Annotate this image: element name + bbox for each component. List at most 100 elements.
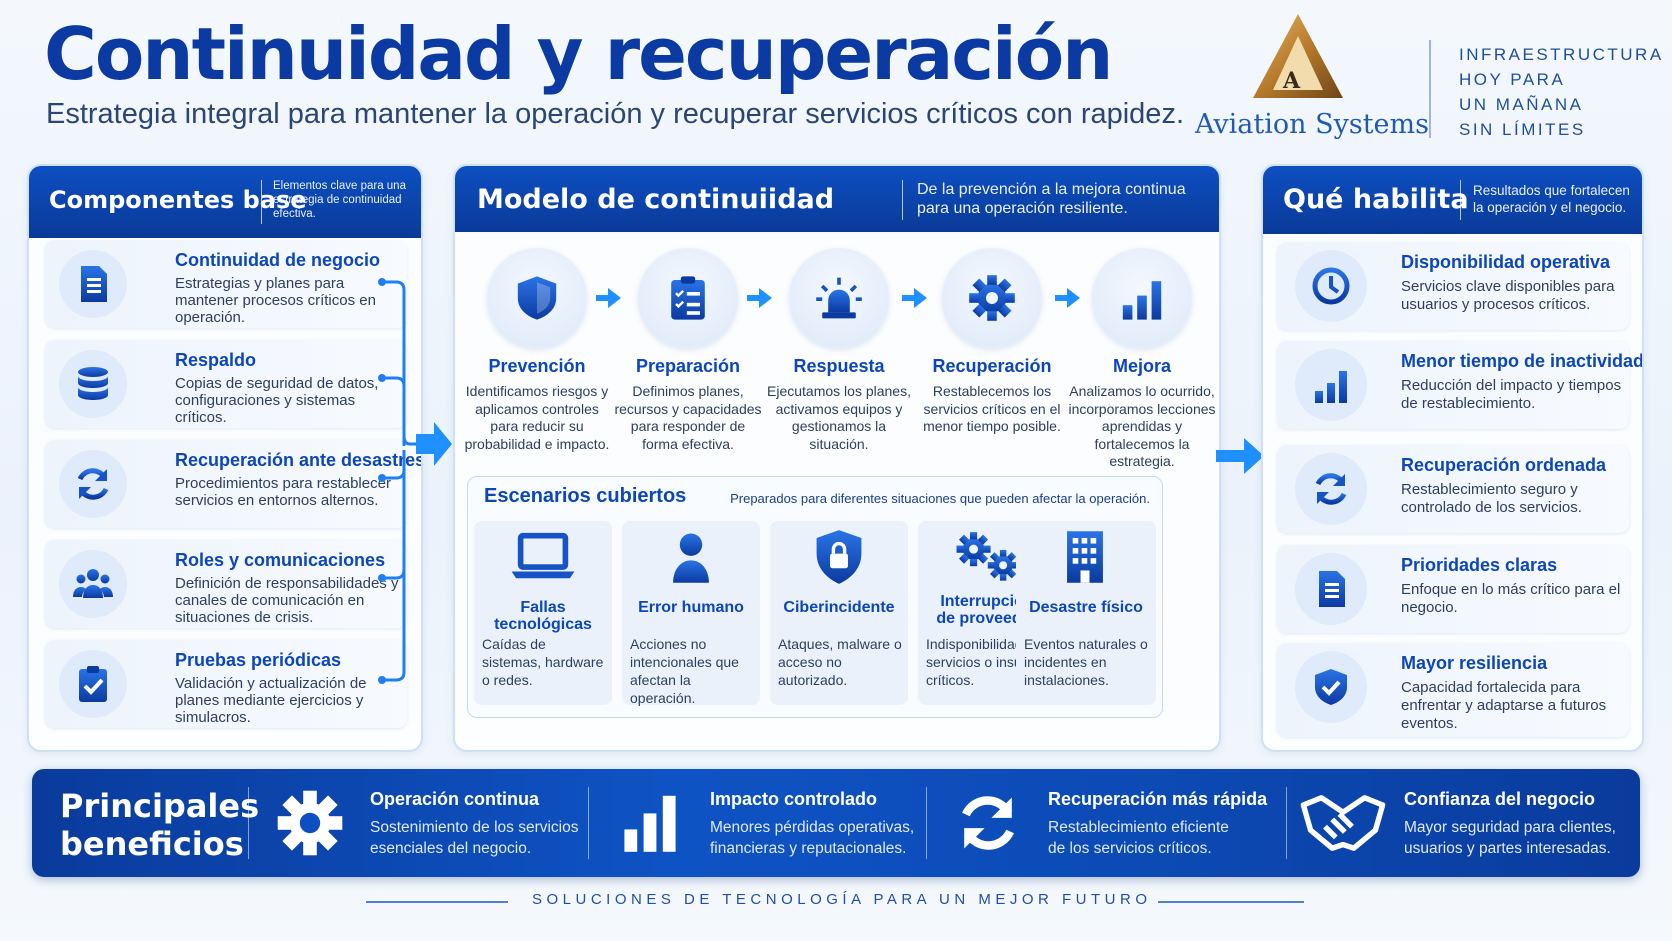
- enables-panel-subtitle: Resultados que fortalecen la operación y…: [1473, 183, 1630, 215]
- icon-circle: [1295, 553, 1367, 625]
- benefit-desc-line: financieras y reputacionales.: [710, 840, 907, 857]
- scenario-desc: Eventos naturales o incidentes en instal…: [1024, 636, 1148, 688]
- header-divider: [902, 180, 903, 220]
- gear-icon: [276, 789, 344, 857]
- tagline-line: SIN LÍMITES: [1459, 120, 1586, 139]
- step-improvement: Mejora Analizamos lo ocurrido, incorpora…: [1067, 248, 1217, 471]
- tagline-line: HOY PARA: [1459, 70, 1566, 89]
- header-divider: [261, 180, 262, 224]
- list-item-title: Disponibilidad operativa: [1401, 252, 1611, 272]
- scenarios-title: Escenarios cubiertos: [484, 485, 687, 507]
- list-item-title: Pruebas periódicas: [175, 650, 342, 670]
- scenario-card: Desastre físico Eventos naturales o inci…: [1016, 521, 1156, 705]
- enables-panel-header: Qué habilita Resultados que fortalecen l…: [1263, 166, 1642, 234]
- list-item-title: Respaldo: [175, 350, 257, 370]
- benefit-title: Impacto controlado: [710, 789, 878, 809]
- database-icon: [73, 364, 113, 404]
- gears-icon: [953, 529, 1021, 585]
- laptop-icon: [509, 529, 577, 585]
- scenario-title: Error humano: [638, 599, 744, 616]
- list-item-desc: Copias de seguridad de datos, configurac…: [175, 375, 379, 426]
- list-item-title: Mayor resiliencia: [1401, 653, 1548, 673]
- continuity-model-header: Modelo de continuiidad De la prevención …: [455, 166, 1219, 232]
- benefit-desc-line: esenciales del negocio.: [370, 840, 532, 857]
- scenario-desc: Ataques, malware o acceso no autorizado.: [778, 636, 902, 688]
- shield-check-icon: [1311, 667, 1351, 707]
- step-title: Preparación: [635, 356, 741, 376]
- benefit-item: Confianza del negocio Mayor seguridad pa…: [1298, 769, 1628, 877]
- benefits-divider: [926, 787, 927, 859]
- footer-text: SOLUCIONES DE TECNOLOGÍA PARA UN MEJOR F…: [532, 891, 1152, 908]
- benefits-title: Principales beneficios: [60, 787, 259, 863]
- icon-circle: [789, 248, 889, 348]
- scenario-title: Ciberincidente: [783, 599, 895, 616]
- list-item-title: Menor tiempo de inactividad: [1401, 351, 1644, 371]
- scenario-card: Fallas tecnológicas Caídas de sistemas, …: [474, 521, 612, 705]
- checklist-icon: [664, 274, 712, 322]
- page-title: Continuidad y recuperación: [44, 12, 1113, 96]
- scenario-title: Desastre físico: [1029, 599, 1143, 616]
- components-panel-title: Componentes base: [49, 186, 307, 214]
- shield-lock-icon: [805, 529, 873, 585]
- list-item: Recuperación ordenada Restablecimiento s…: [1277, 445, 1629, 533]
- benefit-desc-line: Sostenimiento de los servicios: [370, 819, 579, 836]
- header-divider: [1460, 180, 1461, 220]
- bar-chart-icon: [1118, 274, 1166, 322]
- icon-circle: [1092, 248, 1192, 348]
- benefits-title-line: beneficios: [60, 825, 244, 863]
- page-subtitle: Estrategia integral para mantener la ope…: [46, 98, 1184, 130]
- step-title: Recuperación: [932, 356, 1052, 376]
- continuity-model-title: Modelo de continuiidad: [477, 184, 835, 215]
- footer-line-right: [1158, 901, 1304, 903]
- list-item-title: Recuperación ordenada: [1401, 455, 1607, 475]
- scenario-desc: Caídas de sistemas, hardware o redes.: [482, 636, 604, 688]
- list-item-title: Recuperación ante desastres: [175, 450, 423, 470]
- step-title: Respuesta: [793, 356, 885, 376]
- clock-icon: [1311, 266, 1351, 306]
- list-item-desc: Servicios clave disponibles para usuario…: [1401, 278, 1615, 313]
- list-item-title: Continuidad de negocio: [175, 250, 380, 270]
- benefits-divider: [1286, 787, 1287, 859]
- icon-circle: [1295, 349, 1367, 421]
- refresh-icon: [73, 464, 113, 504]
- icon-circle: [1295, 651, 1367, 723]
- list-item-desc: Capacidad fortalecida para enfrentar y a…: [1401, 679, 1607, 732]
- icon-circle: [59, 250, 127, 318]
- list-item: Continuidad de negocio Estrategias y pla…: [45, 240, 407, 328]
- benefit-item: Recuperación más rápida Restablecimiento…: [954, 769, 1284, 877]
- list-item: Menor tiempo de inactividad Reducción de…: [1277, 341, 1642, 429]
- icon-circle: [942, 248, 1042, 348]
- step-title: Prevención: [488, 356, 586, 376]
- building-icon: [1051, 529, 1119, 585]
- benefit-desc-line: usuarios y partes interesadas.: [1404, 840, 1611, 857]
- benefit-item: Impacto controlado Menores pérdidas oper…: [618, 769, 938, 877]
- handshake-icon: [1298, 787, 1388, 859]
- benefit-desc: Menores pérdidas operativas, financieras…: [710, 817, 914, 859]
- enables-panel: Qué habilita Resultados que fortalecen l…: [1261, 164, 1644, 752]
- step-response: Respuesta Ejecutamos los planes, activam…: [764, 248, 914, 453]
- icon-circle: [59, 650, 127, 718]
- shield-icon: [513, 274, 561, 322]
- benefit-desc: Restablecimiento eficiente de los servic…: [1048, 817, 1229, 859]
- clipboard-check-icon: [73, 664, 113, 704]
- list-item-desc: Validación y actualización de planes med…: [175, 675, 367, 726]
- enables-panel-title: Qué habilita: [1283, 184, 1469, 215]
- bar-chart-icon: [1311, 365, 1351, 405]
- document-icon: [73, 264, 113, 304]
- scenario-card: Ciberincidente Ataques, malware o acceso…: [770, 521, 908, 705]
- list-item-desc: Definición de responsabilidades y canale…: [175, 575, 399, 626]
- benefits-divider: [248, 787, 249, 859]
- icon-circle: [487, 248, 587, 348]
- step-desc: Identificamos riesgos y aplicamos contro…: [464, 383, 610, 452]
- list-item: Recuperación ante desastres Procedimient…: [45, 440, 421, 528]
- person-icon: [657, 529, 725, 585]
- scenarios-box: Escenarios cubiertos Preparados para dif…: [467, 476, 1163, 718]
- icon-circle: [1295, 250, 1367, 322]
- footer-line-left: [366, 901, 508, 903]
- benefits-title-line: Principales: [60, 787, 260, 825]
- step-prevention: Prevención Identificamos riesgos y aplic…: [462, 248, 612, 453]
- step-recovery: Recuperación Restablecemos los servicios…: [917, 248, 1067, 436]
- scenario-desc: Acciones no intencionales que afectan la…: [630, 636, 739, 706]
- header-divider: [1429, 40, 1431, 138]
- list-item-desc: Estrategias y planes para mantener proce…: [175, 275, 376, 326]
